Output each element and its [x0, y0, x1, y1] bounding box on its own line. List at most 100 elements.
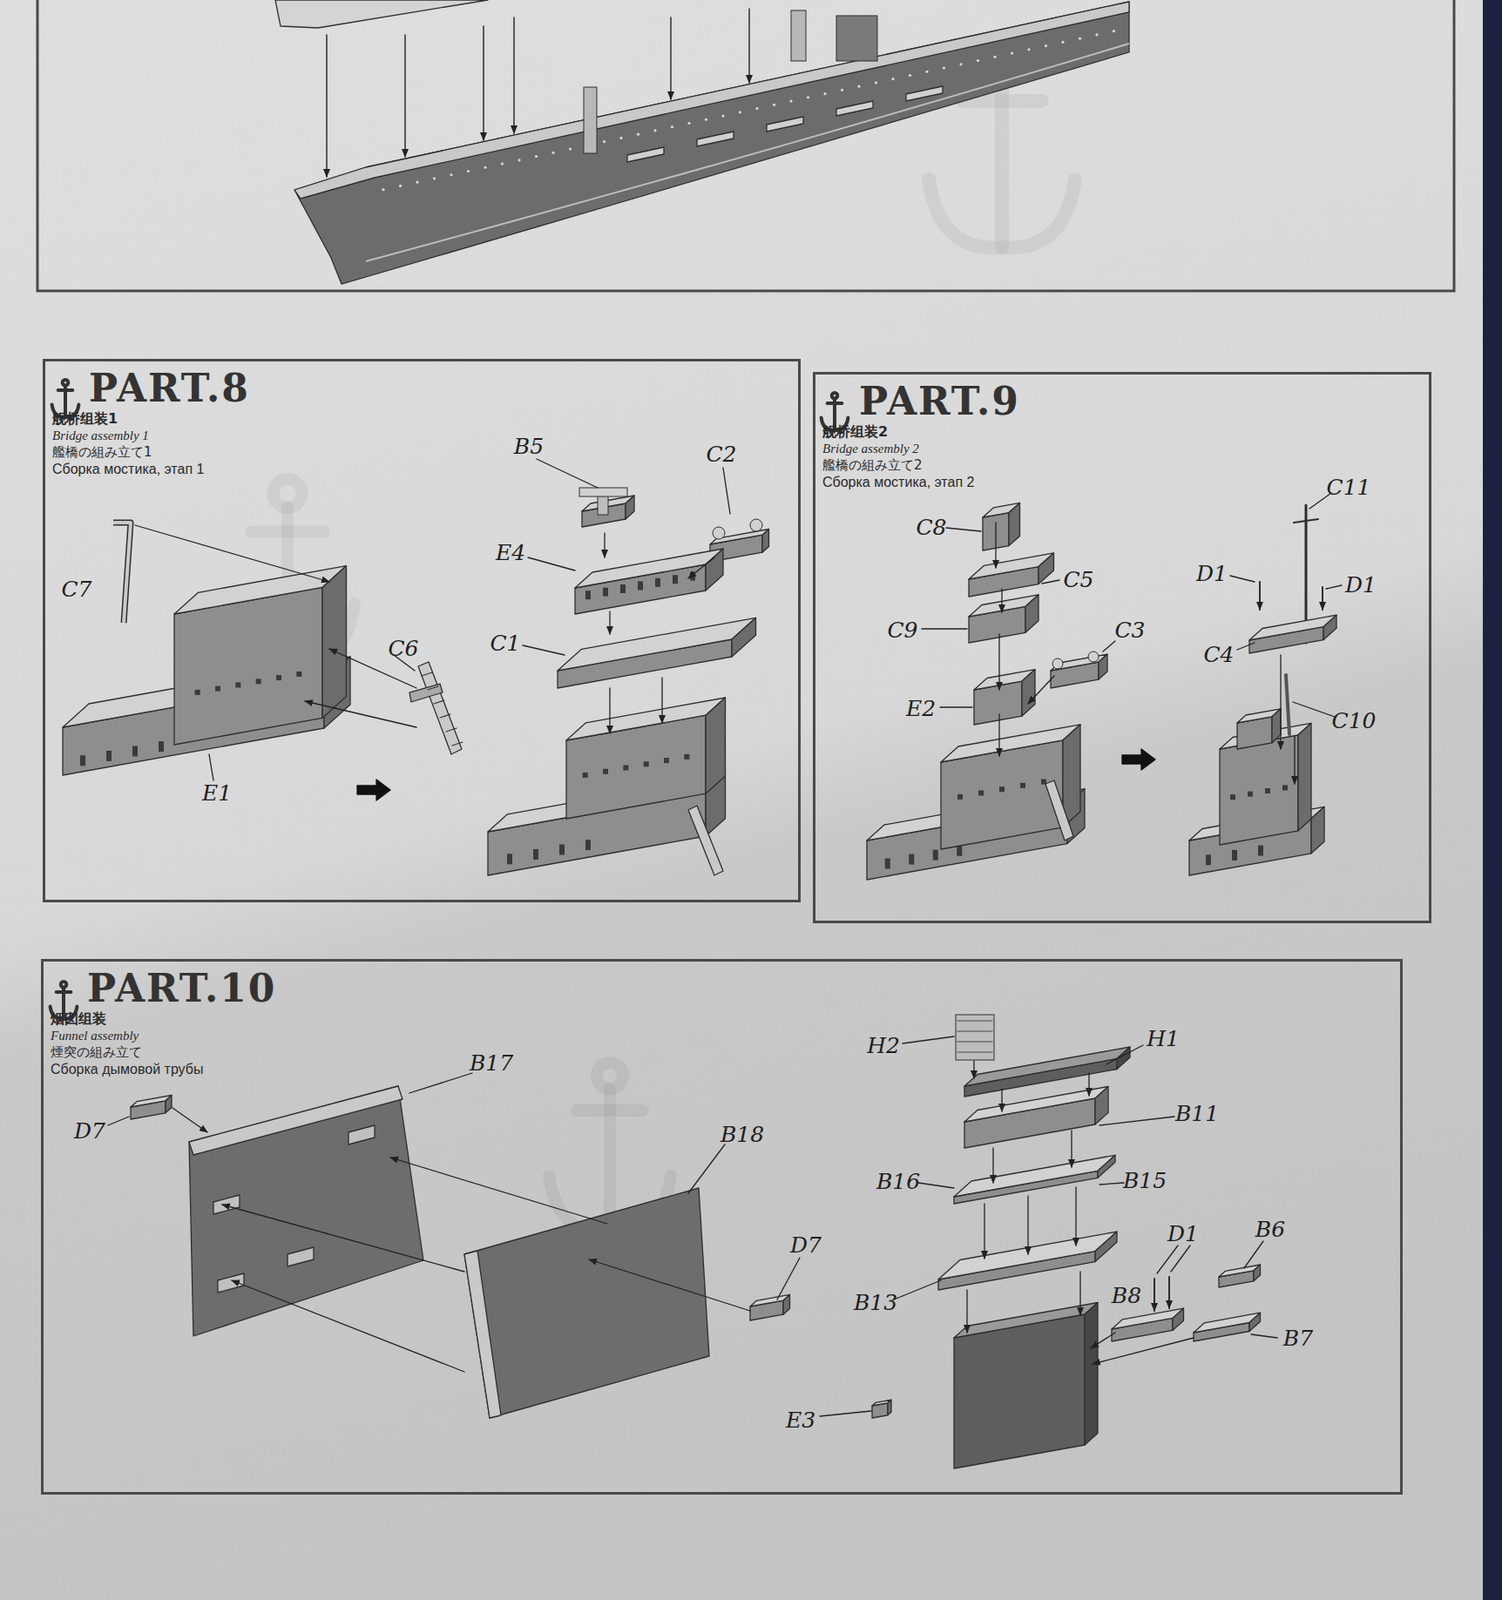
window-detail: [1258, 845, 1264, 857]
part-number: B13: [853, 1292, 898, 1314]
part-number: B15: [1123, 1170, 1167, 1192]
part-number: B18: [720, 1123, 765, 1146]
window-detail: [999, 786, 1005, 792]
part-top: [953, 1155, 1116, 1198]
hangar-opening: [906, 86, 943, 102]
d1-part: [1168, 1277, 1171, 1309]
part-side: [1298, 723, 1312, 832]
part-side: [1008, 502, 1021, 546]
porthole: [619, 136, 623, 140]
window-detail: [256, 678, 262, 684]
porthole: [1095, 33, 1098, 36]
porthole: [857, 85, 860, 88]
c7-part: [113, 522, 131, 623]
step-subtitle: 舰桥组装1: [52, 410, 118, 428]
window-detail: [933, 850, 939, 861]
part-number: B17: [469, 1052, 514, 1075]
leader-line: [536, 459, 598, 488]
assembly-arrow: [1028, 676, 1055, 704]
porthole: [534, 155, 538, 158]
window-detail: [106, 751, 112, 762]
part-number: B16: [876, 1170, 921, 1193]
porthole: [415, 181, 419, 184]
leader-line: [723, 467, 731, 515]
porthole: [1061, 40, 1064, 44]
assembly-arrow: [983, 1204, 985, 1259]
porthole: [466, 169, 470, 173]
porthole: [755, 107, 758, 110]
part-top: [557, 617, 757, 671]
assembly-arrow: [748, 8, 750, 83]
part-number: C7: [60, 578, 92, 601]
assembly-arrow: [998, 634, 1000, 691]
step-heading: PART.9: [859, 381, 1021, 422]
porthole: [653, 128, 657, 132]
step-panel: PART.8舰桥组装1Bridge assembly 1艦橋の組み立て1Сбор…: [42, 358, 801, 903]
part-top: [174, 566, 347, 615]
part-number: H2: [866, 1035, 900, 1057]
window-detail: [215, 686, 221, 692]
assembly-arrow: [608, 611, 610, 635]
b18-wall: [464, 1251, 501, 1419]
part-number: C4: [1203, 643, 1234, 666]
assembly-arrow: [222, 1204, 465, 1272]
porthole: [789, 100, 792, 103]
hull-line: [365, 43, 1130, 262]
c3-part: [1088, 651, 1099, 663]
porthole: [976, 59, 980, 62]
part-side: [705, 697, 726, 794]
porthole: [381, 188, 385, 191]
assembly-arrow: [1001, 1089, 1002, 1112]
assembly-arrow: [1279, 655, 1281, 750]
assembly-arrow: [998, 714, 1000, 757]
leader-line: [209, 754, 214, 781]
window-detail: [1282, 784, 1288, 791]
window-detail: [1230, 794, 1236, 800]
leader-line: [527, 557, 576, 571]
part-top: [1249, 615, 1337, 641]
part-number: E3: [785, 1409, 816, 1432]
porthole: [399, 184, 402, 188]
porthole: [925, 70, 928, 74]
step-subtitle: Сборка дымовой трубы: [50, 1061, 203, 1079]
part-top: [566, 697, 726, 741]
flight-deck: [275, 0, 488, 28]
ladder-part: [1045, 780, 1074, 841]
window-detail: [276, 675, 282, 681]
part-side: [322, 566, 347, 719]
part-number: C8: [915, 516, 947, 539]
ladder-rung: [433, 700, 445, 704]
deck-structure: [836, 15, 878, 61]
porthole: [823, 92, 826, 95]
assembly-arrow: [992, 1148, 994, 1184]
assembly-arrow: [1001, 588, 1002, 613]
window-detail: [296, 671, 302, 677]
window-detail: [672, 575, 678, 584]
table-background: [1482, 0, 1502, 1600]
part-side: [1323, 615, 1337, 641]
leader-line: [409, 1073, 473, 1094]
assembly-arrow: [588, 1259, 751, 1312]
window-detail: [957, 794, 963, 800]
part-face: [174, 587, 323, 745]
porthole: [738, 110, 742, 114]
wall-fitting: [287, 1247, 314, 1267]
leader-line: [688, 1144, 725, 1194]
assembly-arrow: [404, 34, 406, 157]
c3-part: [1052, 658, 1063, 670]
leader-line: [819, 1411, 872, 1417]
part-number: B5: [514, 435, 544, 458]
c2-part: [712, 527, 725, 540]
ladder-rung: [439, 714, 451, 718]
d1-part: [1321, 587, 1324, 610]
part-number: C11: [1326, 476, 1372, 499]
wall-fitting: [348, 1125, 375, 1145]
assembly-arrow: [661, 677, 663, 724]
leader-line: [108, 1116, 129, 1126]
window-detail: [1020, 783, 1026, 789]
step-heading: PART.10: [87, 968, 277, 1009]
assembly-arrow: [1088, 1073, 1090, 1097]
porthole: [517, 158, 521, 162]
part-side: [1025, 595, 1039, 634]
porthole: [500, 162, 504, 165]
